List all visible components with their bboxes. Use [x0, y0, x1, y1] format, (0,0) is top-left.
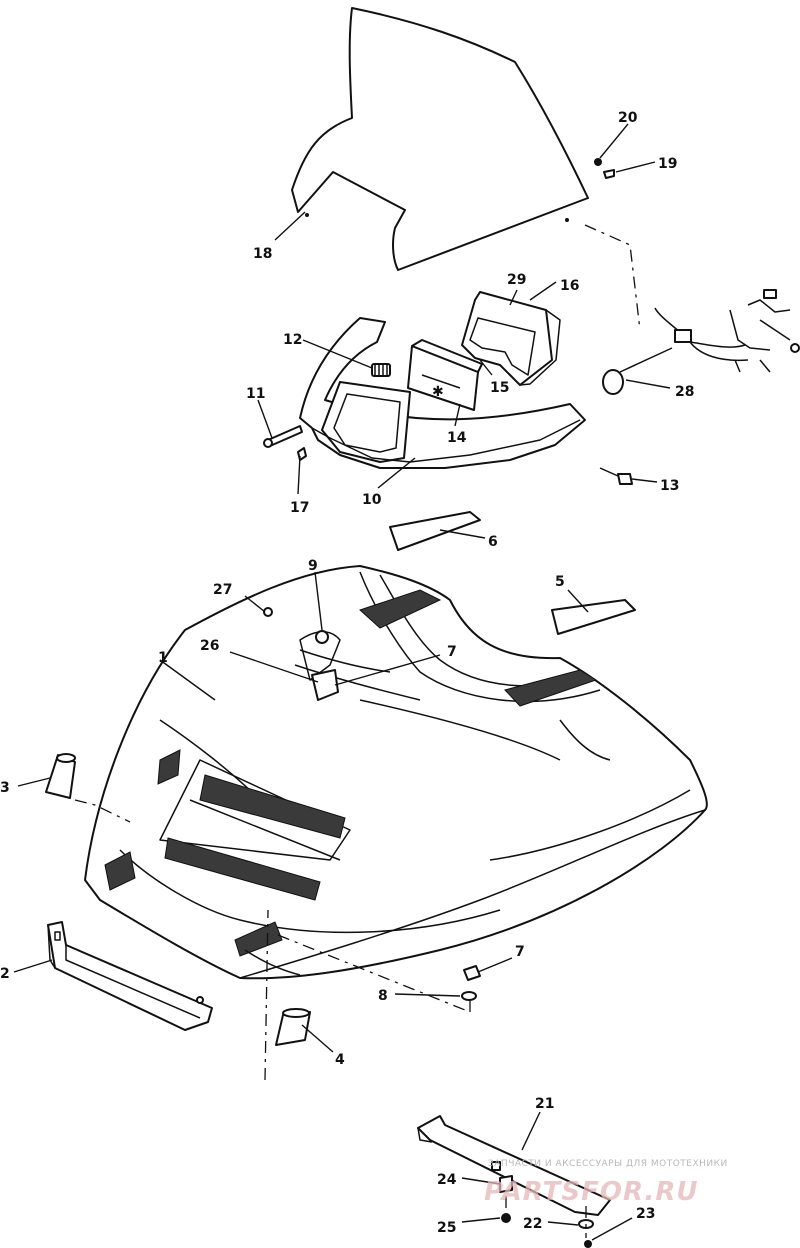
callout-label: 19	[658, 156, 677, 172]
callout-label: 25	[437, 1220, 456, 1236]
callout-label: 3	[0, 780, 10, 796]
callout-label: 29	[507, 272, 526, 288]
callout-label: 2	[0, 966, 10, 982]
callout-label: 18	[253, 246, 272, 262]
watermark-logo: PARTSFOR.RU	[484, 1177, 698, 1207]
decal-5	[551, 599, 636, 635]
screw-27	[263, 607, 273, 617]
callout-label: 8	[378, 988, 388, 1004]
callout-label: 22	[523, 1216, 542, 1232]
nut-23	[584, 1240, 592, 1248]
adjusting-spring	[371, 363, 391, 377]
nut-19	[603, 169, 615, 179]
headlight-bezel	[461, 291, 561, 386]
callout-label: 20	[618, 110, 638, 126]
hood	[84, 565, 708, 980]
bracket-21	[417, 1115, 611, 1216]
callout-label: 14	[447, 430, 467, 446]
callout-label: 16	[560, 278, 579, 294]
leader-lines	[13, 123, 671, 1241]
callout-label: 17	[290, 500, 309, 516]
callout-label: 26	[200, 638, 219, 654]
callout-label: 10	[362, 492, 382, 508]
nut-7-lower	[463, 965, 481, 981]
windshield	[291, 7, 589, 271]
bracket-26	[311, 669, 339, 701]
callout-label: 12	[283, 332, 302, 348]
nut-20	[594, 158, 602, 166]
callout-label: 28	[675, 384, 694, 400]
svg-text:✱: ✱	[432, 384, 444, 400]
callout-label: 7	[447, 644, 457, 660]
nut-24	[499, 1175, 513, 1193]
callout-label: 27	[213, 582, 232, 598]
screw-13	[599, 467, 633, 485]
callout-label: 1	[158, 650, 168, 666]
callout-label: 4	[335, 1052, 345, 1068]
headlight-bulb-housing: ✱	[407, 339, 483, 411]
watermark-caption: ЗАПЧАСТИ И АКСЕССУАРЫ ДЛЯ МОТОТЕХНИКИ	[488, 1159, 728, 1169]
grommet-3	[45, 753, 76, 799]
alignment-lines	[74, 224, 641, 1238]
headlight-pod	[299, 317, 586, 469]
headlight-switch	[602, 347, 673, 395]
callout-label: 6	[488, 534, 498, 550]
callout-label: 11	[246, 386, 265, 402]
callout-labels: 1 2 3 4 5 6 7 7 8 9 10 11 12 13 14 15 16…	[0, 110, 694, 1236]
callout-label: 24	[437, 1172, 457, 1188]
callout-label: 21	[535, 1096, 554, 1112]
wiring-harness	[654, 289, 800, 373]
callout-label: 13	[660, 478, 679, 494]
screw-11	[263, 425, 303, 448]
callout-label: 23	[636, 1206, 655, 1222]
grommet-4	[275, 1008, 311, 1046]
callout-label: 5	[555, 574, 565, 590]
washer-8	[461, 991, 477, 1001]
callout-label: 7	[515, 944, 525, 960]
washer-25	[501, 1213, 511, 1223]
callout-label: 15	[490, 380, 509, 396]
decal-6	[389, 511, 481, 551]
watermark: ЗАПЧАСТИ И АКСЕССУАРЫ ДЛЯ МОТОТЕХНИКИ PA…	[484, 1159, 728, 1207]
callout-label: 9	[308, 558, 318, 574]
